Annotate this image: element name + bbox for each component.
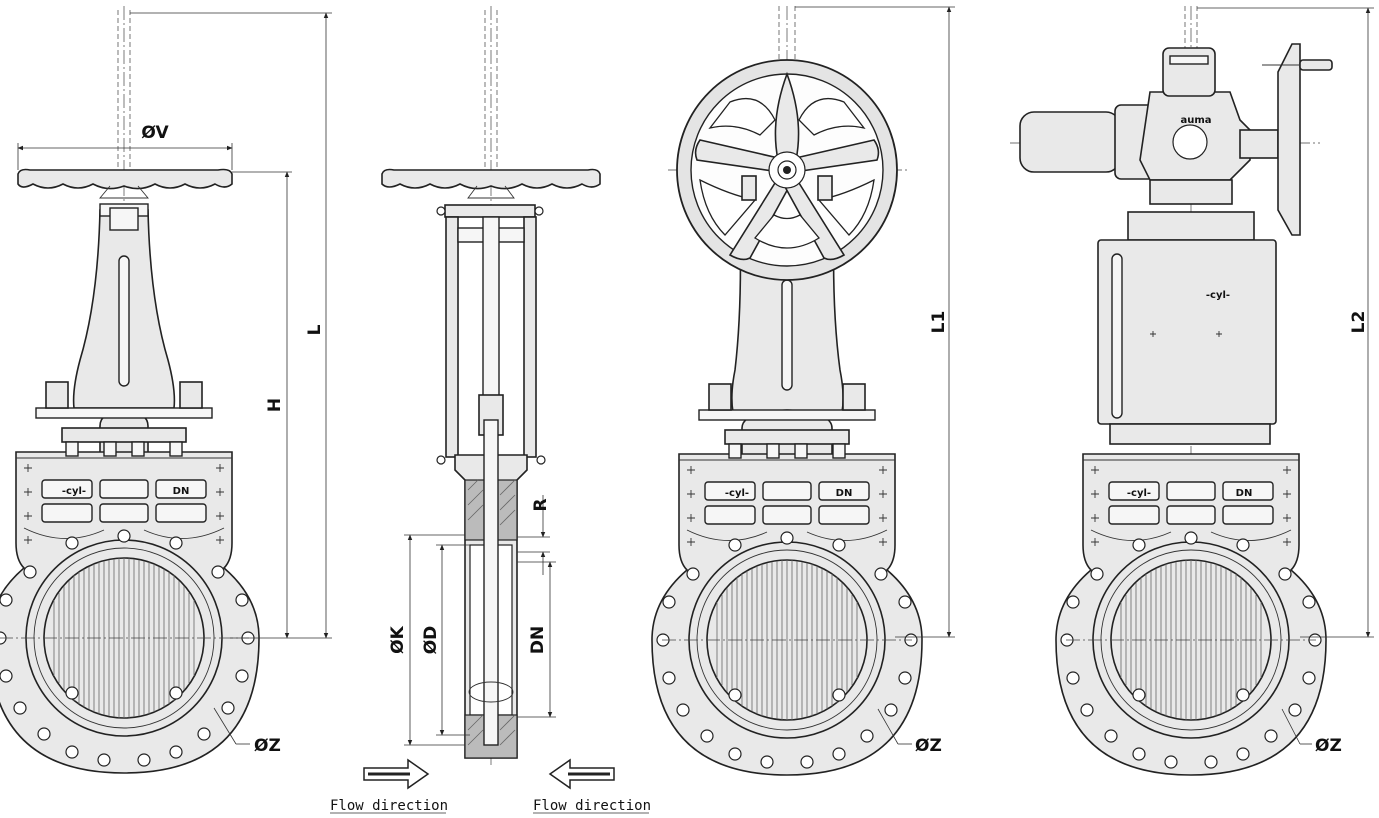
dn-plate-3: DN [1236, 488, 1253, 499]
dim-z-label-1: ØZ [254, 736, 281, 756]
brand-cyl-plate-3: -cyl- [1127, 488, 1151, 499]
brand-auma-label: auma [1180, 115, 1211, 126]
dim-l2-label: L2 [1349, 311, 1369, 334]
dim-v-label: ØV [141, 123, 169, 143]
dn-plate: DN [173, 486, 190, 497]
dim-z-label-3: ØZ [1315, 736, 1342, 756]
dim-d-label: ØD [421, 626, 441, 655]
dim-z-label-2: ØZ [915, 736, 942, 756]
dim-k-label: ØK [388, 625, 408, 653]
brand-cyl-plate-2: -cyl- [725, 488, 749, 499]
dim-r-label: R [531, 498, 551, 511]
flow-direction-label-1: Flow direction [330, 798, 448, 814]
dim-h-label: H [265, 398, 285, 412]
dn-plate-2: DN [836, 488, 853, 499]
view-gear-handwheel: -cyl- DN L1 ØZ [651, 6, 955, 776]
flow-direction-label-2: Flow direction [533, 798, 651, 814]
view-handwheel: -cyl- DN ØV L H ØZ [0, 6, 332, 774]
view-side-section: R DN ØD ØK Flow direction Flow direction [330, 6, 651, 814]
view-electric-actuator: auma -cyl- -cyl- DN L2 ØZ [1010, 6, 1374, 776]
flow-arrow-left-icon [548, 758, 615, 790]
brand-cyl-plate: -cyl- [62, 486, 86, 497]
dim-l-label: L [305, 324, 325, 335]
brand-cyl-housing: -cyl- [1206, 290, 1230, 301]
flow-arrow-right-icon [363, 758, 430, 790]
dim-l1-label: L1 [929, 311, 949, 334]
dim-dn-label: DN [528, 626, 548, 654]
